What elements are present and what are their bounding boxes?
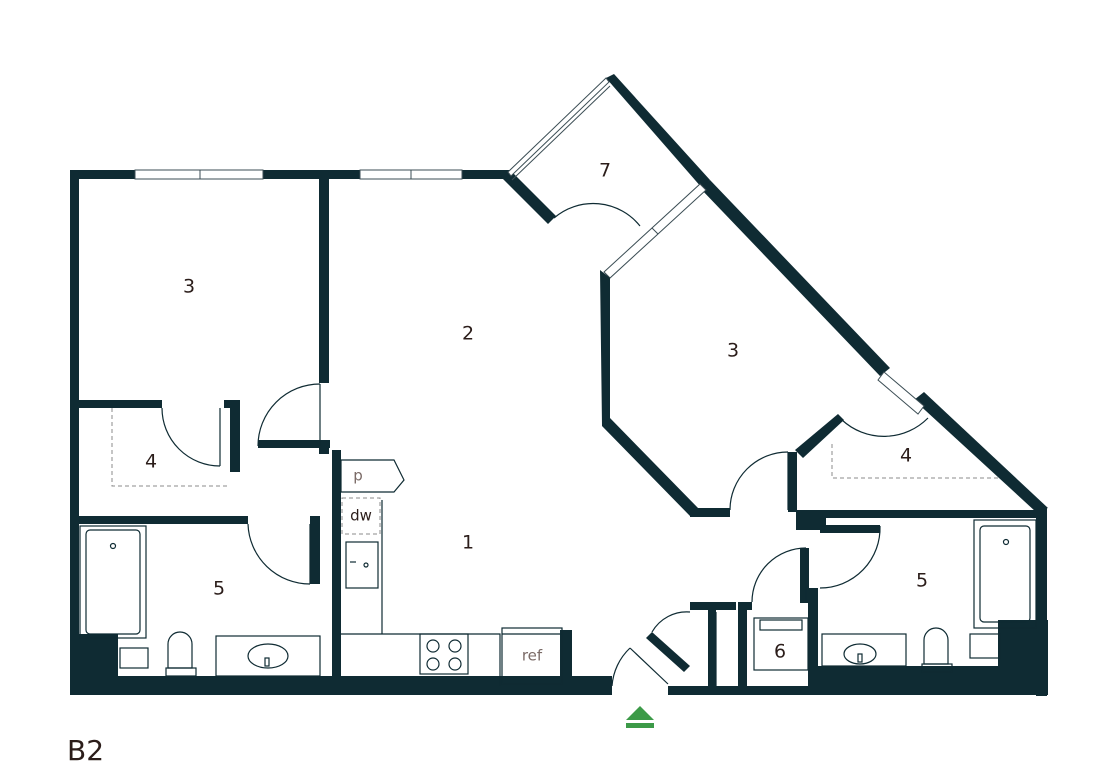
room-label-balcony: 7: [599, 160, 611, 182]
windows: [134, 77, 925, 415]
room-labels: 1 2 3 3 4 4 5 5 6 7: [145, 160, 928, 663]
fixture-labels: p dw ref: [350, 467, 543, 665]
bath-left-fixtures: [79, 525, 321, 677]
room-label-bedroom-right: 3: [727, 340, 739, 362]
doors: [161, 202, 929, 687]
room-label-bath-left: 5: [213, 578, 225, 600]
unit-name: B2: [67, 734, 105, 767]
pantry: [340, 459, 405, 493]
pantry-label: p: [353, 467, 363, 485]
dishwasher-label: dw: [350, 507, 372, 525]
room-label-bedroom-left: 3: [183, 276, 195, 298]
bath-right-fixtures: [821, 519, 1037, 673]
room-label-bath-right: 5: [916, 570, 928, 592]
exterior-walls: [70, 74, 1048, 696]
range: [419, 633, 469, 675]
refrigerator-label: ref: [522, 647, 543, 665]
room-label-closet-left: 4: [145, 451, 157, 473]
room-label-closet-right: 4: [900, 445, 912, 467]
room-label-dining: 2: [462, 323, 474, 345]
entry-arrow-icon: [626, 706, 654, 728]
dishwasher: [341, 497, 381, 535]
interior-walls: [70, 170, 1036, 688]
room-label-laundry: 6: [774, 641, 786, 663]
washer-dryer: [753, 617, 809, 671]
refrigerator: [501, 627, 563, 685]
kitchen: [340, 459, 563, 686]
closet-shelves: [111, 408, 1000, 487]
room-label-living: 1: [462, 532, 474, 554]
kitchen-sink: [345, 541, 379, 589]
